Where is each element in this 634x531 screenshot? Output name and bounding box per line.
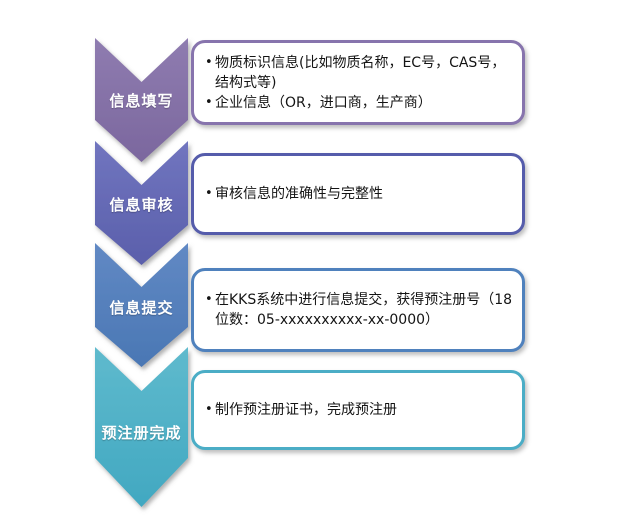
bullet-icon: •	[205, 402, 213, 417]
bullet-icon: •	[205, 54, 213, 70]
step-4-label: 预注册完成	[101, 424, 182, 442]
list-item: • 审核信息的准确性与完整性	[205, 184, 514, 204]
chevron-step-2	[95, 141, 188, 265]
step-4-bullet-1: 制作预注册证书，完成预注册	[215, 402, 397, 418]
bullet-icon: •	[205, 94, 213, 110]
step-1-bullet-1: 物质标识信息(比如物质名称，EC号，CAS号，结构式等)	[215, 54, 506, 91]
chevron-step-3	[95, 243, 188, 367]
step-1-box: • 物质标识信息(比如物质名称，EC号，CAS号，结构式等) • 企业信息（OR…	[191, 40, 525, 125]
step-1-bullet-2: 企业信息（OR，进口商，生产商）	[215, 94, 432, 111]
bullet-icon: •	[205, 186, 213, 201]
list-item: • 企业信息（OR，进口商，生产商）	[205, 93, 514, 113]
step-1-label: 信息填写	[109, 92, 174, 110]
step-2-box: • 审核信息的准确性与完整性	[191, 153, 525, 235]
step-3-label: 信息提交	[109, 299, 174, 317]
step-2-label: 信息审核	[109, 196, 174, 214]
chevron-step-1	[95, 38, 188, 162]
bullet-icon: •	[205, 292, 213, 307]
list-item: • 在KKS系统中进行信息提交，获得预注册号（18位数：05-xxxxxxxxx…	[205, 290, 514, 330]
step-3-bullet-1: 在KKS系统中进行信息提交，获得预注册号（18位数：05-xxxxxxxxxx-…	[215, 292, 513, 328]
step-3-box: • 在KKS系统中进行信息提交，获得预注册号（18位数：05-xxxxxxxxx…	[191, 268, 525, 352]
step-4-box: • 制作预注册证书，完成预注册	[191, 370, 525, 450]
list-item: • 物质标识信息(比如物质名称，EC号，CAS号，结构式等)	[205, 53, 514, 93]
chevron-step-4	[95, 347, 188, 507]
step-2-bullet-1: 审核信息的准确性与完整性	[215, 186, 383, 202]
list-item: • 制作预注册证书，完成预注册	[205, 400, 514, 420]
